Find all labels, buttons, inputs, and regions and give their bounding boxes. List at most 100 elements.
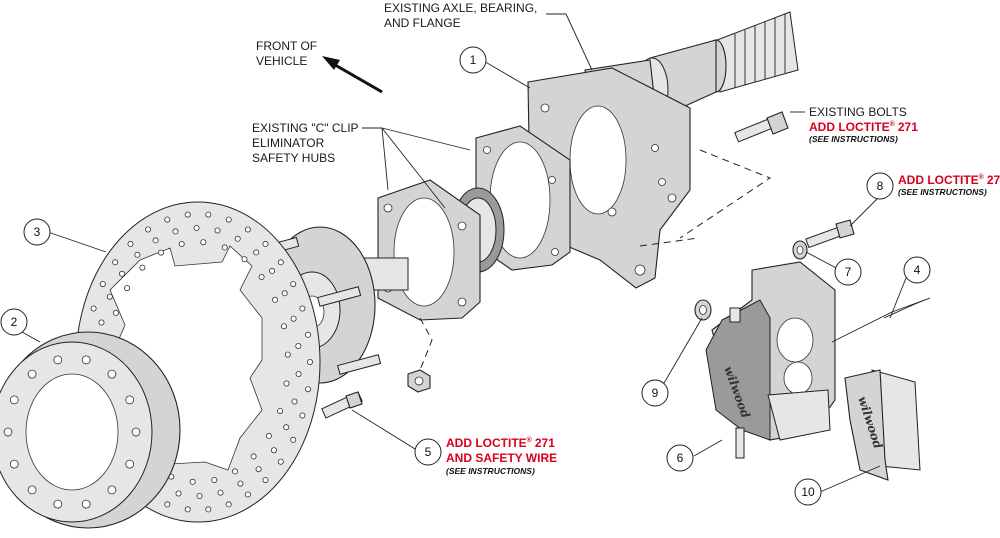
hat-bolt-hole bbox=[125, 395, 135, 405]
bolt-part-8 bbox=[805, 219, 855, 249]
svg-text:8: 8 bbox=[877, 179, 884, 193]
rotor-drill-hole bbox=[217, 489, 224, 496]
rotor-drill-hole bbox=[265, 432, 272, 439]
rotor-drill-hole bbox=[237, 480, 244, 487]
rotor-drill-hole bbox=[124, 285, 131, 292]
rotor-drill-hole bbox=[178, 240, 185, 247]
svg-text:2: 2 bbox=[11, 315, 18, 329]
nut bbox=[407, 369, 431, 393]
callout-4: 4 bbox=[903, 256, 931, 284]
rotor-drill-hole bbox=[175, 490, 182, 497]
rotor-drill-hole bbox=[134, 251, 141, 258]
rotor-drill-hole bbox=[305, 386, 312, 393]
rotor-drill-hole bbox=[205, 506, 212, 513]
svg-text:5: 5 bbox=[425, 445, 432, 459]
rotor-drill-hole bbox=[211, 476, 218, 483]
rotor-drill-hole bbox=[164, 501, 171, 508]
hat-bolt-hole bbox=[53, 355, 63, 365]
clip-note-line1: EXISTING "C" CLIP bbox=[252, 121, 359, 135]
rotor-drill-hole bbox=[98, 319, 105, 326]
rotor-drill-hole bbox=[164, 216, 171, 223]
rotor-drill-hole bbox=[299, 305, 306, 312]
rotor-drill-hole bbox=[281, 290, 288, 297]
hat-bolt-hole bbox=[3, 427, 13, 437]
rotor-drill-hole bbox=[277, 458, 284, 465]
existing-bolt bbox=[734, 111, 789, 143]
clip-note-line2: ELIMINATOR bbox=[252, 136, 325, 150]
hat-bolt-hole bbox=[107, 369, 117, 379]
front-note-line2: VEHICLE bbox=[256, 54, 307, 68]
rotor-drill-hole bbox=[90, 305, 97, 312]
hat-bolt-hole bbox=[9, 395, 19, 405]
front-note-line1: FRONT OF bbox=[256, 39, 317, 53]
rotor-drill-hole bbox=[306, 358, 313, 365]
rotor-drill-hole bbox=[270, 447, 277, 454]
callout-6: 6 bbox=[666, 444, 694, 472]
callout-1: 1 bbox=[459, 46, 487, 74]
svg-text:4: 4 bbox=[914, 263, 921, 277]
bolt-part-5 bbox=[321, 391, 363, 419]
rotor-drill-hole bbox=[277, 259, 284, 266]
rotor-drill-hole bbox=[255, 466, 262, 473]
rotor-drill-hole bbox=[244, 226, 251, 233]
safety-wire-part-4 bbox=[831, 297, 931, 343]
axle-note-line2: AND FLANGE bbox=[384, 16, 461, 30]
rotor-drill-hole bbox=[172, 228, 179, 235]
rotor-drill-hole bbox=[225, 501, 232, 508]
rotor-drill-hole bbox=[200, 239, 207, 246]
svg-text:6: 6 bbox=[677, 451, 684, 465]
brake-pad-part-10: wilwood bbox=[844, 369, 921, 481]
rotor-drill-hole bbox=[214, 227, 221, 234]
svg-text:1: 1 bbox=[470, 53, 477, 67]
rotor-drill-hole bbox=[184, 211, 191, 218]
rotor-drill-hole bbox=[205, 211, 212, 218]
hat-bolt-hole bbox=[53, 499, 63, 509]
rotor-hat-part-2 bbox=[0, 331, 181, 529]
rotor-drill-hole bbox=[258, 273, 265, 280]
rotor-drill-hole bbox=[112, 309, 119, 316]
rotor-drill-hole bbox=[127, 240, 134, 247]
callout-3: 3 bbox=[23, 218, 51, 246]
rotor-drill-hole bbox=[193, 224, 200, 231]
hat-bolt-holes bbox=[3, 355, 141, 509]
rotor-drill-hole bbox=[290, 315, 297, 322]
rotor-drill-hole bbox=[305, 331, 312, 338]
rotor-drill-hole bbox=[277, 408, 284, 415]
rotor-drill-hole bbox=[250, 453, 257, 460]
rotor-drill-hole bbox=[283, 424, 290, 431]
svg-text:9: 9 bbox=[652, 386, 659, 400]
rotor-drill-hole bbox=[152, 237, 159, 244]
rotor-drill-hole bbox=[244, 491, 251, 498]
bolts-instructions: (SEE INSTRUCTIONS) bbox=[809, 134, 898, 144]
p5-safety-wire: AND SAFETY WIRE bbox=[446, 451, 557, 465]
rotor-drill-hole bbox=[253, 249, 260, 256]
callout-8: 8 bbox=[866, 172, 894, 200]
rotor-drill-hole bbox=[189, 478, 196, 485]
rotor-drill-hole bbox=[262, 477, 269, 484]
rotor-drill-hole bbox=[295, 370, 302, 377]
hat-bolt-hole bbox=[107, 485, 117, 495]
hat-bolt-hole bbox=[27, 369, 37, 379]
rotor-drill-hole bbox=[290, 281, 297, 288]
hat-bolt-hole bbox=[81, 355, 91, 365]
hat-bolt-hole bbox=[131, 427, 141, 437]
rotor-drill-hole bbox=[295, 342, 302, 349]
rotor-drill-hole bbox=[299, 412, 306, 419]
rotor-drill-hole bbox=[119, 270, 126, 277]
rotor-drill-hole bbox=[184, 506, 191, 513]
hat-bolt-hole bbox=[27, 485, 37, 495]
p8-instructions: (SEE INSTRUCTIONS) bbox=[898, 187, 987, 197]
hat-bolt-hole bbox=[125, 459, 135, 469]
rotor-drill-hole bbox=[145, 226, 152, 233]
hat-bolt-hole bbox=[81, 499, 91, 509]
callout-10: 10 bbox=[794, 478, 822, 506]
rotor-drill-hole bbox=[196, 492, 203, 499]
svg-text:7: 7 bbox=[845, 265, 852, 279]
rotor-drill-hole bbox=[291, 398, 298, 405]
callout-5: 5 bbox=[414, 438, 442, 466]
rotor-drill-hole bbox=[99, 281, 106, 288]
hat-bolt-hole bbox=[9, 459, 19, 469]
rotor-drill-hole bbox=[221, 244, 228, 251]
